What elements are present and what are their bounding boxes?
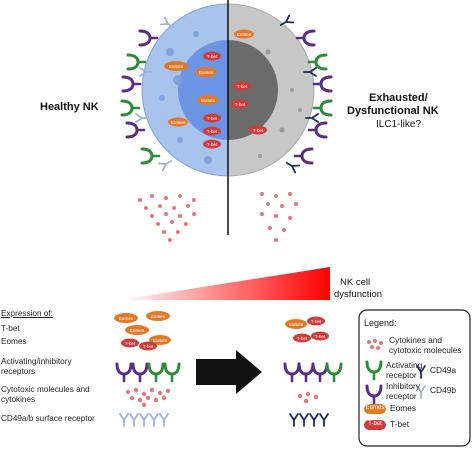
expression-row-tbet: T-bet [1,324,20,333]
expression-row-receptors: Activating/inhibitory [1,357,72,366]
legend-eomes-label: Eomes [390,403,417,413]
expression-row-receptors-2: receptors [1,367,36,376]
healthy-nk-cell [141,3,229,177]
exhausted-label-line2: Dysfunctional NK [347,105,439,117]
gradient-label-line2: dysfunction [334,289,383,300]
svg-text:T-bet: T-bet [315,334,326,339]
svg-text:Eomes: Eomes [289,322,304,327]
legend-cytokines-line1: Cytokines and [389,335,443,345]
expression-exhausted-cd49a [289,413,329,427]
tbet-oval: T-bet [233,81,251,91]
tbet-oval: T-bet [203,51,221,61]
legend-tbet-icon [364,420,386,430]
svg-text:Eomes: Eomes [169,64,184,69]
legend-box [358,309,471,447]
ilc1-question: ILC1-like? [376,119,422,130]
exhausted-label-line1: Exhausted/ [369,92,428,104]
legend-tbet-chip-text: T-bet [368,421,382,427]
healthy-nk-label: Healthy NK [40,101,99,113]
legend-activating-line1: Activating [386,360,423,370]
eomes-oval: Eomes [125,325,149,335]
legend-cytokines-line2: cytotoxic molecules [389,345,462,355]
transition-arrow [196,350,262,394]
expression-healthy-tfs: Eomes Eomes Eomes Eomes T-bet T-bet [114,311,171,351]
eomes-oval: Eomes [285,319,307,329]
expression-exhausted-cytokines [297,391,319,404]
eomes-oval: Eomes [197,95,219,105]
eomes-oval: Eomes [195,67,217,77]
svg-text:T-bet: T-bet [253,128,264,133]
eomes-oval: Eomes [146,311,170,321]
eomes-oval: Eomes [164,61,188,71]
tbet-oval: T-bet [293,333,311,343]
legend-activating-line2: receptor [386,370,417,380]
tbet-oval: T-bet [311,331,329,341]
expression-healthy-cd49b [119,413,169,427]
svg-text:T-bet: T-bet [207,142,218,147]
legend-eomes-icon [364,404,386,414]
expression-row-cytotoxic: Cytotoxic molecules and [1,385,90,394]
expression-healthy-cytokines [125,387,171,408]
svg-text:T-bet: T-bet [311,319,322,324]
tbet-oval: T-bet [231,99,249,109]
tbet-oval: T-bet [121,338,139,348]
svg-text:T-bet: T-bet [207,116,218,121]
legend-cytokines-icon [367,339,383,350]
svg-text:Eomes: Eomes [237,32,252,37]
svg-text:T-bet: T-bet [207,129,218,134]
gradient-label-line1: NK cell [340,277,371,288]
legend-title: Legend: [364,318,397,328]
tbet-oval: T-bet [203,126,221,136]
legend-tbet-label: T-bet [390,419,410,429]
eomes-oval: Eomes [234,29,254,39]
expression-exhausted-receptors [283,362,343,383]
legend-cd49b-label: CD49b [430,385,457,395]
svg-text:Eomes: Eomes [151,314,166,319]
svg-text:Eomes: Eomes [201,98,216,103]
granules-healthy [159,31,212,164]
legend-eomes-chip-text: Eomes [365,405,385,411]
expression-row-eomes: Eomes [1,337,27,346]
svg-text:T-bet: T-bet [297,336,308,341]
svg-text:Eomes: Eomes [130,328,145,333]
legend-symbols [364,339,426,430]
tbet-oval: T-bet [203,139,221,149]
svg-text:Eomes: Eomes [171,120,186,125]
cytokines-healthy [138,194,196,242]
svg-text:T-bet: T-bet [125,341,136,346]
granules-exhausted [258,49,302,158]
expression-exhausted-tfs: Eomes T-bet T-bet T-bet [285,316,329,343]
exhausted-nk-cell [227,3,315,177]
legend-inhibitory-line1: Inhibitory [386,381,420,391]
svg-text:Eomes: Eomes [153,338,168,343]
exhausted-tf-ovals: Eomes T-bet T-bet T-bet [231,29,267,135]
expression-header: Expression of: [1,309,53,318]
eomes-oval: Eomes [114,313,138,323]
tbet-oval: T-bet [203,113,221,123]
expression-row-cd49: CD49a/b surface receptor [1,414,95,423]
cytokines-exhausted [260,192,298,242]
svg-text:Eomes: Eomes [199,70,214,75]
expression-row-cytotoxic-2: cytokines [1,395,36,404]
svg-text:T-bet: T-bet [237,84,248,89]
svg-text:T-bet: T-bet [207,54,218,59]
eomes-oval: Eomes [149,335,171,345]
tbet-oval: T-bet [307,316,325,326]
svg-text:T-bet: T-bet [235,102,246,107]
svg-text:Eomes: Eomes [119,316,134,321]
legend-cd49a-label: CD49a [430,365,457,375]
tbet-oval: T-bet [249,125,267,135]
eomes-oval: Eomes [168,117,188,127]
dysfunction-gradient [120,267,330,300]
legend-inhibitory-line2: receptor [386,391,417,401]
svg-text:T-bet: T-bet [143,344,154,349]
healthy-tf-ovals: T-bet Eomes Eomes Eomes Eomes T-bet T-be… [164,51,221,149]
expression-healthy-receptors [115,362,181,383]
tbet-oval: T-bet [139,341,157,351]
